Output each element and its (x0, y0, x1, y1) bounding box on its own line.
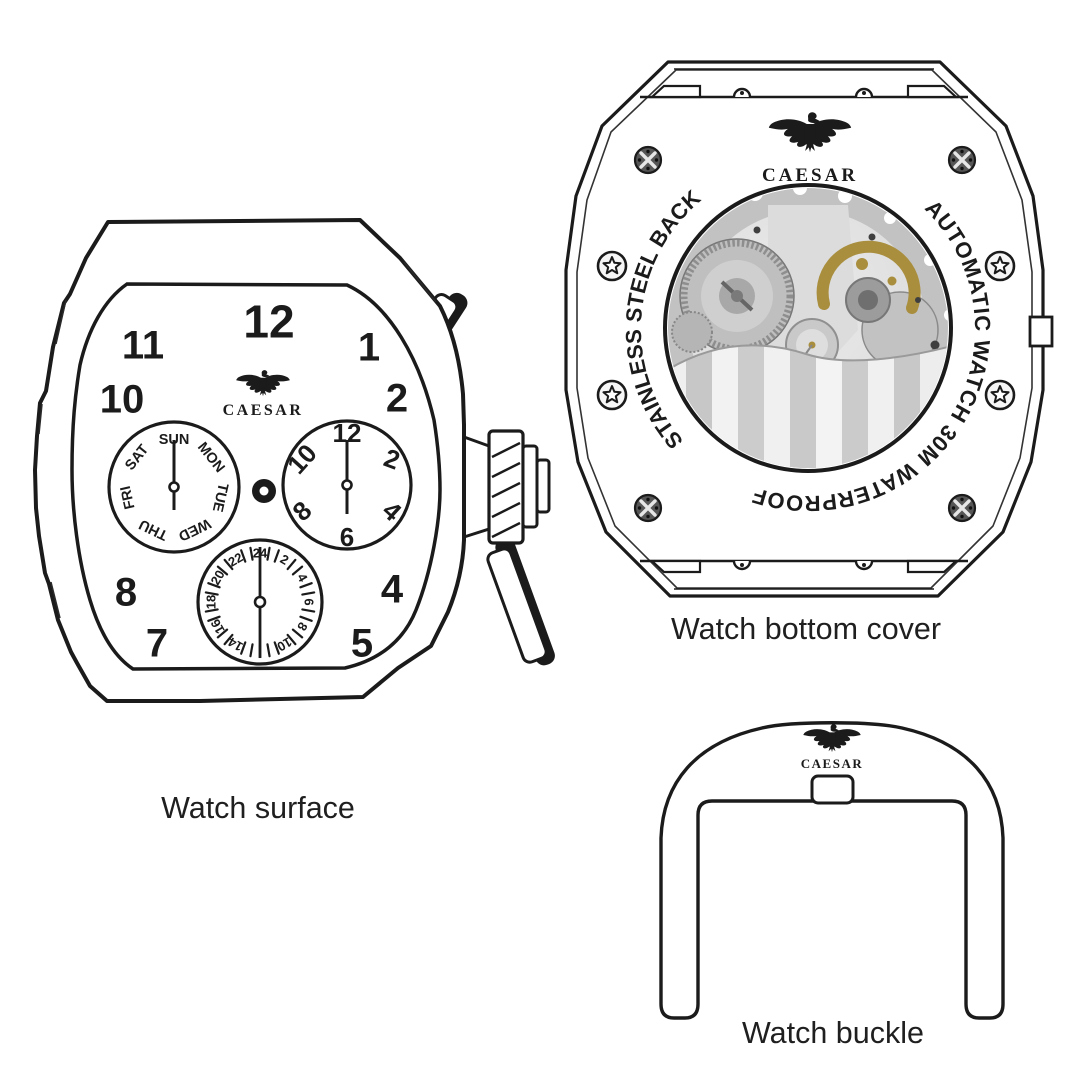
dial-bezel (70, 282, 442, 671)
h24-subdial-pivot (253, 595, 267, 609)
day-subdial-pivot (168, 481, 180, 493)
h24-tick (204, 591, 219, 596)
buckle-outline (659, 721, 1005, 1020)
h24-tick (301, 591, 316, 596)
h24-tick (273, 549, 280, 563)
movement-window-ring (663, 183, 953, 473)
watch-bottom-cover-figure: STAINLESS STEEL BACK AUTOMATIC WATCH 30M… (564, 60, 1054, 598)
spring-bar-lug (732, 87, 752, 99)
dial-numeral: 4 (381, 568, 404, 612)
gold-balance-bridge (816, 240, 921, 314)
h24-tick (223, 558, 234, 571)
day-label: TUE (209, 482, 231, 514)
h24-tick (249, 546, 254, 561)
h24-numeral: 10 (274, 634, 294, 654)
brand-name-dial: CAESAR (223, 402, 304, 419)
cross-screw (947, 145, 977, 175)
dial-numeral: 2 (386, 377, 408, 421)
h24-numeral: 6 (302, 598, 317, 605)
cross-screw (633, 145, 663, 175)
crown-stub (1028, 315, 1054, 348)
hour-subdial-numeral: 6 (340, 522, 354, 552)
bottom-strap-band (640, 559, 968, 590)
star-screw (596, 250, 628, 282)
h24-tick (291, 628, 304, 639)
brand-name-caseback: CAESAR (762, 165, 858, 186)
h24-tick (204, 608, 219, 613)
star-screw (984, 250, 1016, 282)
h24-numeral: 18 (204, 595, 219, 609)
crown (462, 429, 551, 545)
movement-photo (663, 183, 953, 473)
watch-surface-label: Watch surface (161, 791, 355, 825)
cross-screw (947, 493, 977, 523)
rotor-edge (668, 344, 948, 373)
dial-numeral: 12 (243, 296, 294, 348)
h24-tick (223, 633, 234, 646)
h24-tick (216, 628, 229, 639)
day-label: FRI (118, 484, 139, 510)
h24-tick (266, 643, 271, 658)
h24-tick (286, 633, 297, 646)
brand-name-buckle: CAESAR (801, 756, 863, 771)
small-gear (671, 311, 713, 353)
h24-tick (266, 546, 271, 561)
h24-tick (299, 615, 313, 622)
crown-ridges (491, 441, 521, 539)
top-strap-band (640, 68, 968, 99)
h24-tick (216, 565, 229, 576)
h24-tick (249, 643, 254, 658)
h24-tick (240, 549, 247, 563)
h24-tick (207, 582, 221, 589)
dial-numeral: 8 (115, 571, 137, 615)
watch-buckle-label: Watch buckle (742, 1016, 924, 1050)
h24-tick (291, 565, 304, 576)
case-facet-lines (38, 261, 437, 619)
dial-numeral: 1 (358, 326, 380, 370)
watch-bottom-cover-label: Watch bottom cover (671, 612, 941, 646)
h24-tick (207, 615, 221, 622)
balance-assembly (845, 277, 939, 369)
h24-numeral: 20 (207, 567, 227, 587)
h24-tick (286, 558, 297, 571)
chrono-pusher-bottom (480, 533, 559, 674)
h24-tick (240, 641, 247, 655)
dial-numeral: 5 (351, 622, 373, 666)
spring-bar-lug (854, 559, 874, 571)
spring-bar-lug (854, 87, 874, 99)
star-screw (596, 379, 628, 411)
cross-screw (633, 493, 663, 523)
spring-bar-lug (732, 559, 752, 571)
movement-screws (753, 226, 940, 350)
hour-subdial-pivot (341, 479, 353, 491)
dial-numeral: 10 (100, 378, 145, 422)
dial-numeral: 7 (146, 622, 168, 666)
star-screw (984, 379, 1016, 411)
h24-numeral: 16 (207, 616, 227, 636)
watch-buckle-figure: CAESAR (659, 721, 1005, 1020)
dial-center-post (252, 479, 276, 503)
caseback-inner-line (576, 69, 1033, 589)
h24-tick (273, 641, 280, 655)
dial-numeral: 11 (122, 324, 164, 368)
buckle-tongue-tab (810, 774, 855, 805)
h24-tick (299, 582, 313, 589)
h24-numeral: 22 (225, 549, 245, 569)
h24-tick (301, 608, 316, 613)
